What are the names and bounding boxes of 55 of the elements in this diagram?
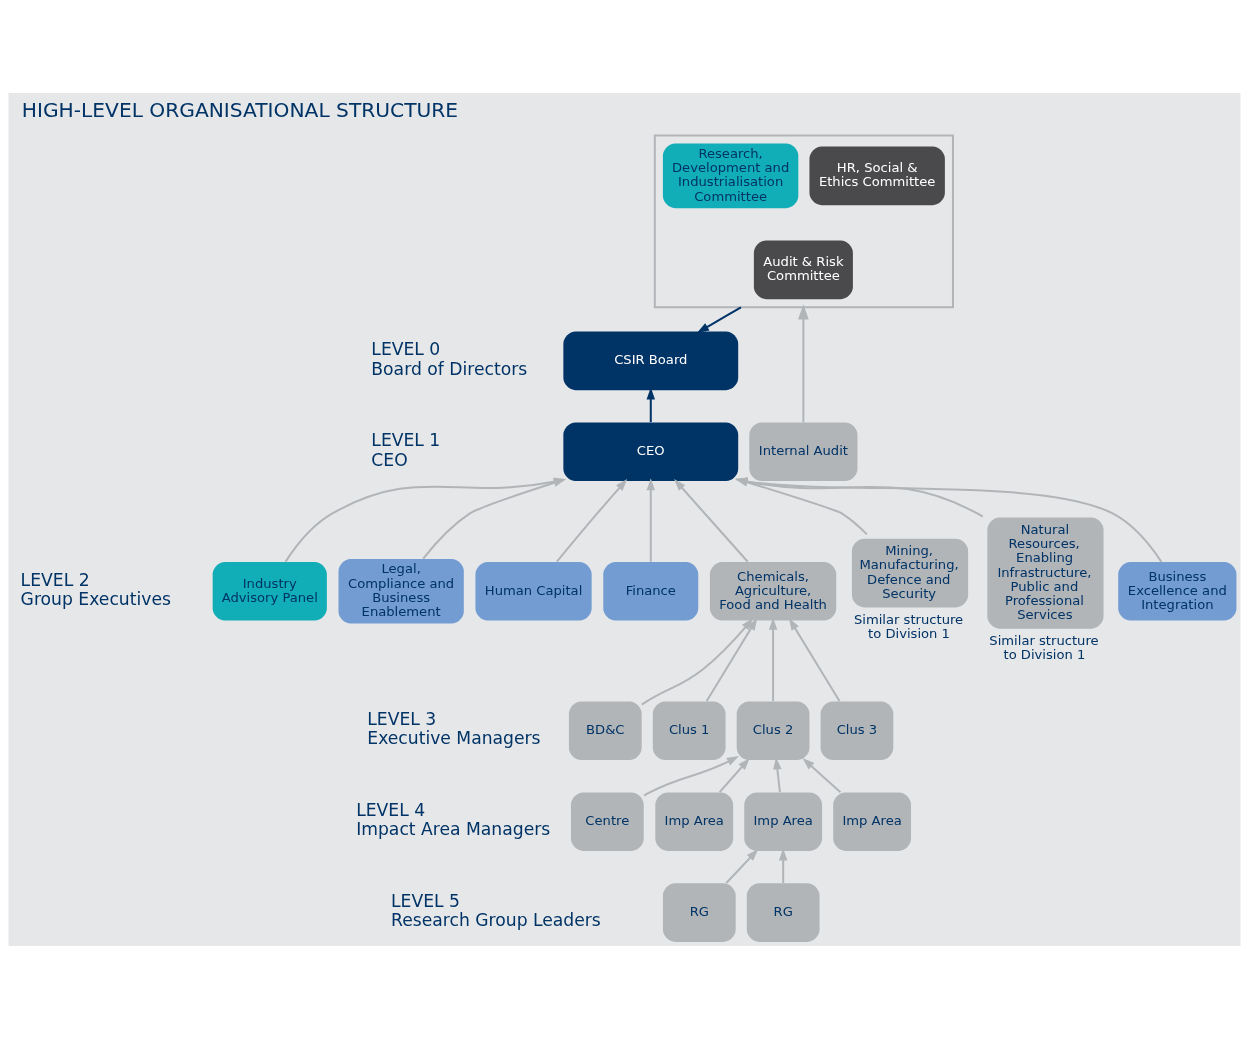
arrow — [646, 478, 656, 562]
node-box: RG — [662, 883, 736, 942]
node-box: Finance — [603, 561, 699, 621]
label: Executive Managers — [367, 728, 541, 749]
arrow — [556, 479, 628, 563]
node-box: Internal Audit — [749, 422, 858, 482]
label: LEVEL 5 — [391, 891, 461, 912]
arrow — [768, 617, 778, 702]
arrow — [798, 304, 809, 423]
node-box: Business Excellence and Integration — [1118, 561, 1237, 621]
node-box: Clus 3 — [820, 701, 894, 761]
node-box: Human Capital — [475, 561, 592, 621]
node-box: Mining, Manufacturing, Defence and Security — [851, 538, 969, 608]
diagram-title: HIGH-LEVEL ORGANISATIONAL STRUCTURE — [21, 98, 459, 123]
label: Impact Area Managers — [356, 819, 551, 840]
node-box: CSIR Board — [563, 331, 739, 391]
arrow — [646, 387, 656, 423]
node-box: Clus 1 — [652, 701, 726, 761]
label: LEVEL 2 — [20, 569, 90, 590]
node-box: RG — [746, 883, 820, 942]
node-box: Imp Area — [744, 792, 823, 851]
node-box: Audit & Risk Committee — [753, 240, 853, 300]
node-box: Imp Area — [655, 792, 734, 851]
arrow — [705, 618, 758, 702]
arrow — [641, 618, 754, 706]
label: Group Executives — [20, 589, 171, 609]
arrow — [643, 756, 739, 797]
arrow — [725, 849, 759, 884]
node-box: Chemicals, Agriculture, Food and Health — [709, 561, 837, 621]
label: LEVEL 1 — [371, 430, 441, 451]
cluster — [653, 134, 954, 309]
node-box: Natural Resources, Enabling Infrastructure, Public and Professional Services — [987, 517, 1104, 629]
node-box: Industry Advisory Panel — [212, 561, 327, 621]
node-box: Research, Development and Industrialisation Committee — [662, 143, 799, 209]
node-box: Centre — [570, 792, 644, 851]
arrow — [788, 618, 841, 702]
label: LEVEL 3 — [367, 709, 437, 730]
node-box: Imp Area — [833, 792, 911, 851]
arrow — [773, 757, 782, 793]
node-box: HR, Social & Ethics Committee — [809, 146, 945, 206]
label: Research Group Leaders — [391, 910, 601, 931]
node-box: Clus 2 — [736, 701, 810, 761]
arrow — [718, 758, 750, 793]
arrow — [802, 758, 842, 794]
arrow — [778, 848, 788, 883]
label: Board of Directors — [371, 358, 528, 379]
arrow — [696, 306, 742, 333]
label: LEVEL 4 — [356, 800, 426, 821]
node-box: BD&C — [568, 701, 642, 761]
node-box: Legal, Compliance and Business Enablement — [338, 558, 464, 624]
label: CEO — [371, 449, 408, 470]
node-box: CEO — [563, 422, 739, 482]
node-label: Similar structure to Division 1 — [989, 633, 1099, 663]
node-label: Similar structure to Division 1 — [853, 612, 964, 642]
label: LEVEL 0 — [371, 339, 441, 360]
